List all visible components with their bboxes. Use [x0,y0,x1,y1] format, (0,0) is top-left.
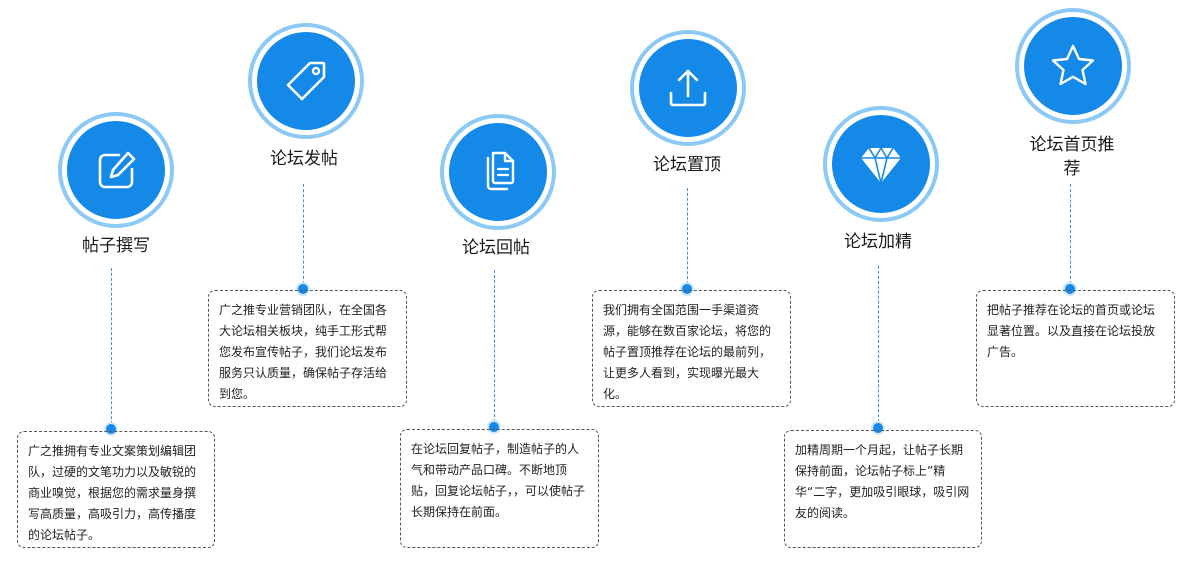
step-2-dot [296,282,310,296]
step-6-description: 把帖子推荐在论坛的首页或论坛显著位置。以及直接在论坛投放广告。 [976,290,1175,407]
step-5-connector [878,266,879,422]
step-4-description: 我们拥有全国范围一手渠道资源，能够在数百家论坛，将您的帖子置顶推荐在论坛的最前列… [592,290,791,407]
step-3-title: 论坛回帖 [462,238,530,258]
step-1-description: 广之推拥有专业文案策划编辑团队，过硬的文笔功力以及敏锐的商业嗅觉，根据您的需求量… [17,431,215,548]
step-1-dot [104,422,118,436]
step-2-circle[interactable] [252,27,360,135]
step-5-circle[interactable] [827,110,935,218]
step-4-dot [680,282,694,296]
step-3-description: 在论坛回复帖子，制造帖子的人气和带动产品口碑。不断地顶贴，回复论坛帖子，，可以使… [400,429,599,548]
step-6-dot [1063,282,1077,296]
step-1-connector [111,268,112,424]
step-5-dot [871,421,885,435]
step-2-connector [303,184,304,284]
step-1-circle[interactable] [62,116,170,224]
upload-icon [669,69,707,107]
documents-icon [486,151,515,191]
step-3-circle[interactable] [444,118,552,226]
step-6-title: 论坛首页推荐 [1029,135,1115,179]
tag-icon [286,61,326,101]
step-3-dot [487,420,501,434]
step-4-connector [687,188,688,284]
step-5-description: 加精周期一个月起，让帖子长期保持前面，论坛帖子标上”精华“二字，更加吸引眼球，吸… [784,430,982,548]
star-icon [1051,44,1095,86]
edit-icon [98,151,136,189]
step-6-connector [1070,184,1071,284]
step-2-description: 广之推专业营销团队，在全国各大论坛相关板块，纯手工形式帮您发布宣传帖子，我们论坛… [208,290,407,407]
step-4-circle[interactable] [634,34,742,142]
step-4-title: 论坛置顶 [653,155,721,175]
step-6-circle[interactable] [1019,12,1127,120]
step-1-title: 帖子撰写 [82,236,150,256]
step-3-connector [494,270,495,422]
step-2-title: 论坛发帖 [270,149,338,169]
step-5-title: 论坛加精 [844,232,912,252]
diamond-icon [861,147,901,184]
